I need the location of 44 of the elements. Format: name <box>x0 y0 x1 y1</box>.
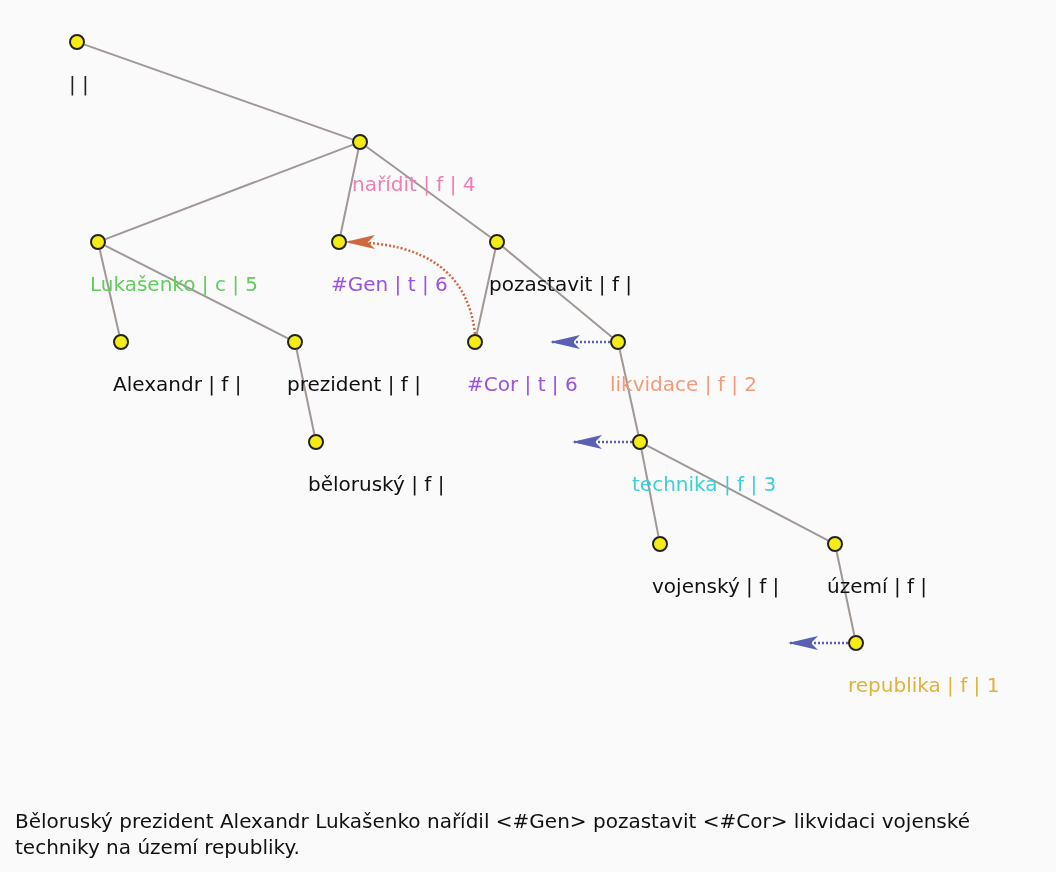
tree-edge <box>646 444 829 542</box>
node-label: | | <box>69 72 89 96</box>
node-label: #Cor | t | 6 <box>467 372 578 396</box>
tree-node-circle <box>352 134 368 150</box>
tree-edge <box>104 143 354 241</box>
caption: Běloruský prezident Alexandr Lukašenko nařídil <#Gen> pozastavit <#Cor> likvidaci vojenské techniky na území republiky. <box>15 808 971 860</box>
tree-node-circle <box>69 34 85 50</box>
node-label: republika | f | 1 <box>848 673 1000 697</box>
tree-node-circle <box>287 334 303 350</box>
tree-node-circle <box>827 536 843 552</box>
tree-node-circle <box>610 334 626 350</box>
node-label: Alexandr | f | <box>113 372 242 396</box>
tree-edge <box>475 248 497 336</box>
tree-node-circle <box>331 234 347 250</box>
node-label: nařídit | f | 4 <box>352 172 476 196</box>
node-label: vojenský | f | <box>652 574 780 598</box>
node-label: technika | f | 3 <box>632 472 777 496</box>
tree-edge <box>835 550 856 637</box>
tree-node-circle <box>848 635 864 651</box>
arrow <box>572 435 632 449</box>
arrow <box>550 335 610 349</box>
tree-node-circle <box>113 334 129 350</box>
tree-edge <box>339 148 360 236</box>
tree-node-circle <box>308 434 324 450</box>
tree-edge <box>365 145 492 239</box>
tree-edge <box>83 43 354 141</box>
tree-edge <box>295 348 316 436</box>
tree-edge <box>98 248 121 336</box>
tree-node-circle <box>467 334 483 350</box>
node-label: území | f | <box>827 574 928 598</box>
node-label: běloruský | f | <box>308 472 445 496</box>
tree-node-circle <box>489 234 505 250</box>
tree-node-circle <box>632 434 648 450</box>
tree-node-circle <box>652 536 668 552</box>
tree-edge <box>104 244 289 340</box>
tree-edge <box>640 448 660 538</box>
node-label: #Gen | t | 6 <box>331 272 448 296</box>
tree-node-circle <box>90 234 106 250</box>
node-label: pozastavit | f | <box>489 272 633 296</box>
arrow <box>345 235 477 335</box>
node-label: prezident | f | <box>287 372 421 396</box>
tree-edge <box>618 348 640 436</box>
arrow <box>788 636 848 650</box>
tree-edge <box>502 246 613 338</box>
